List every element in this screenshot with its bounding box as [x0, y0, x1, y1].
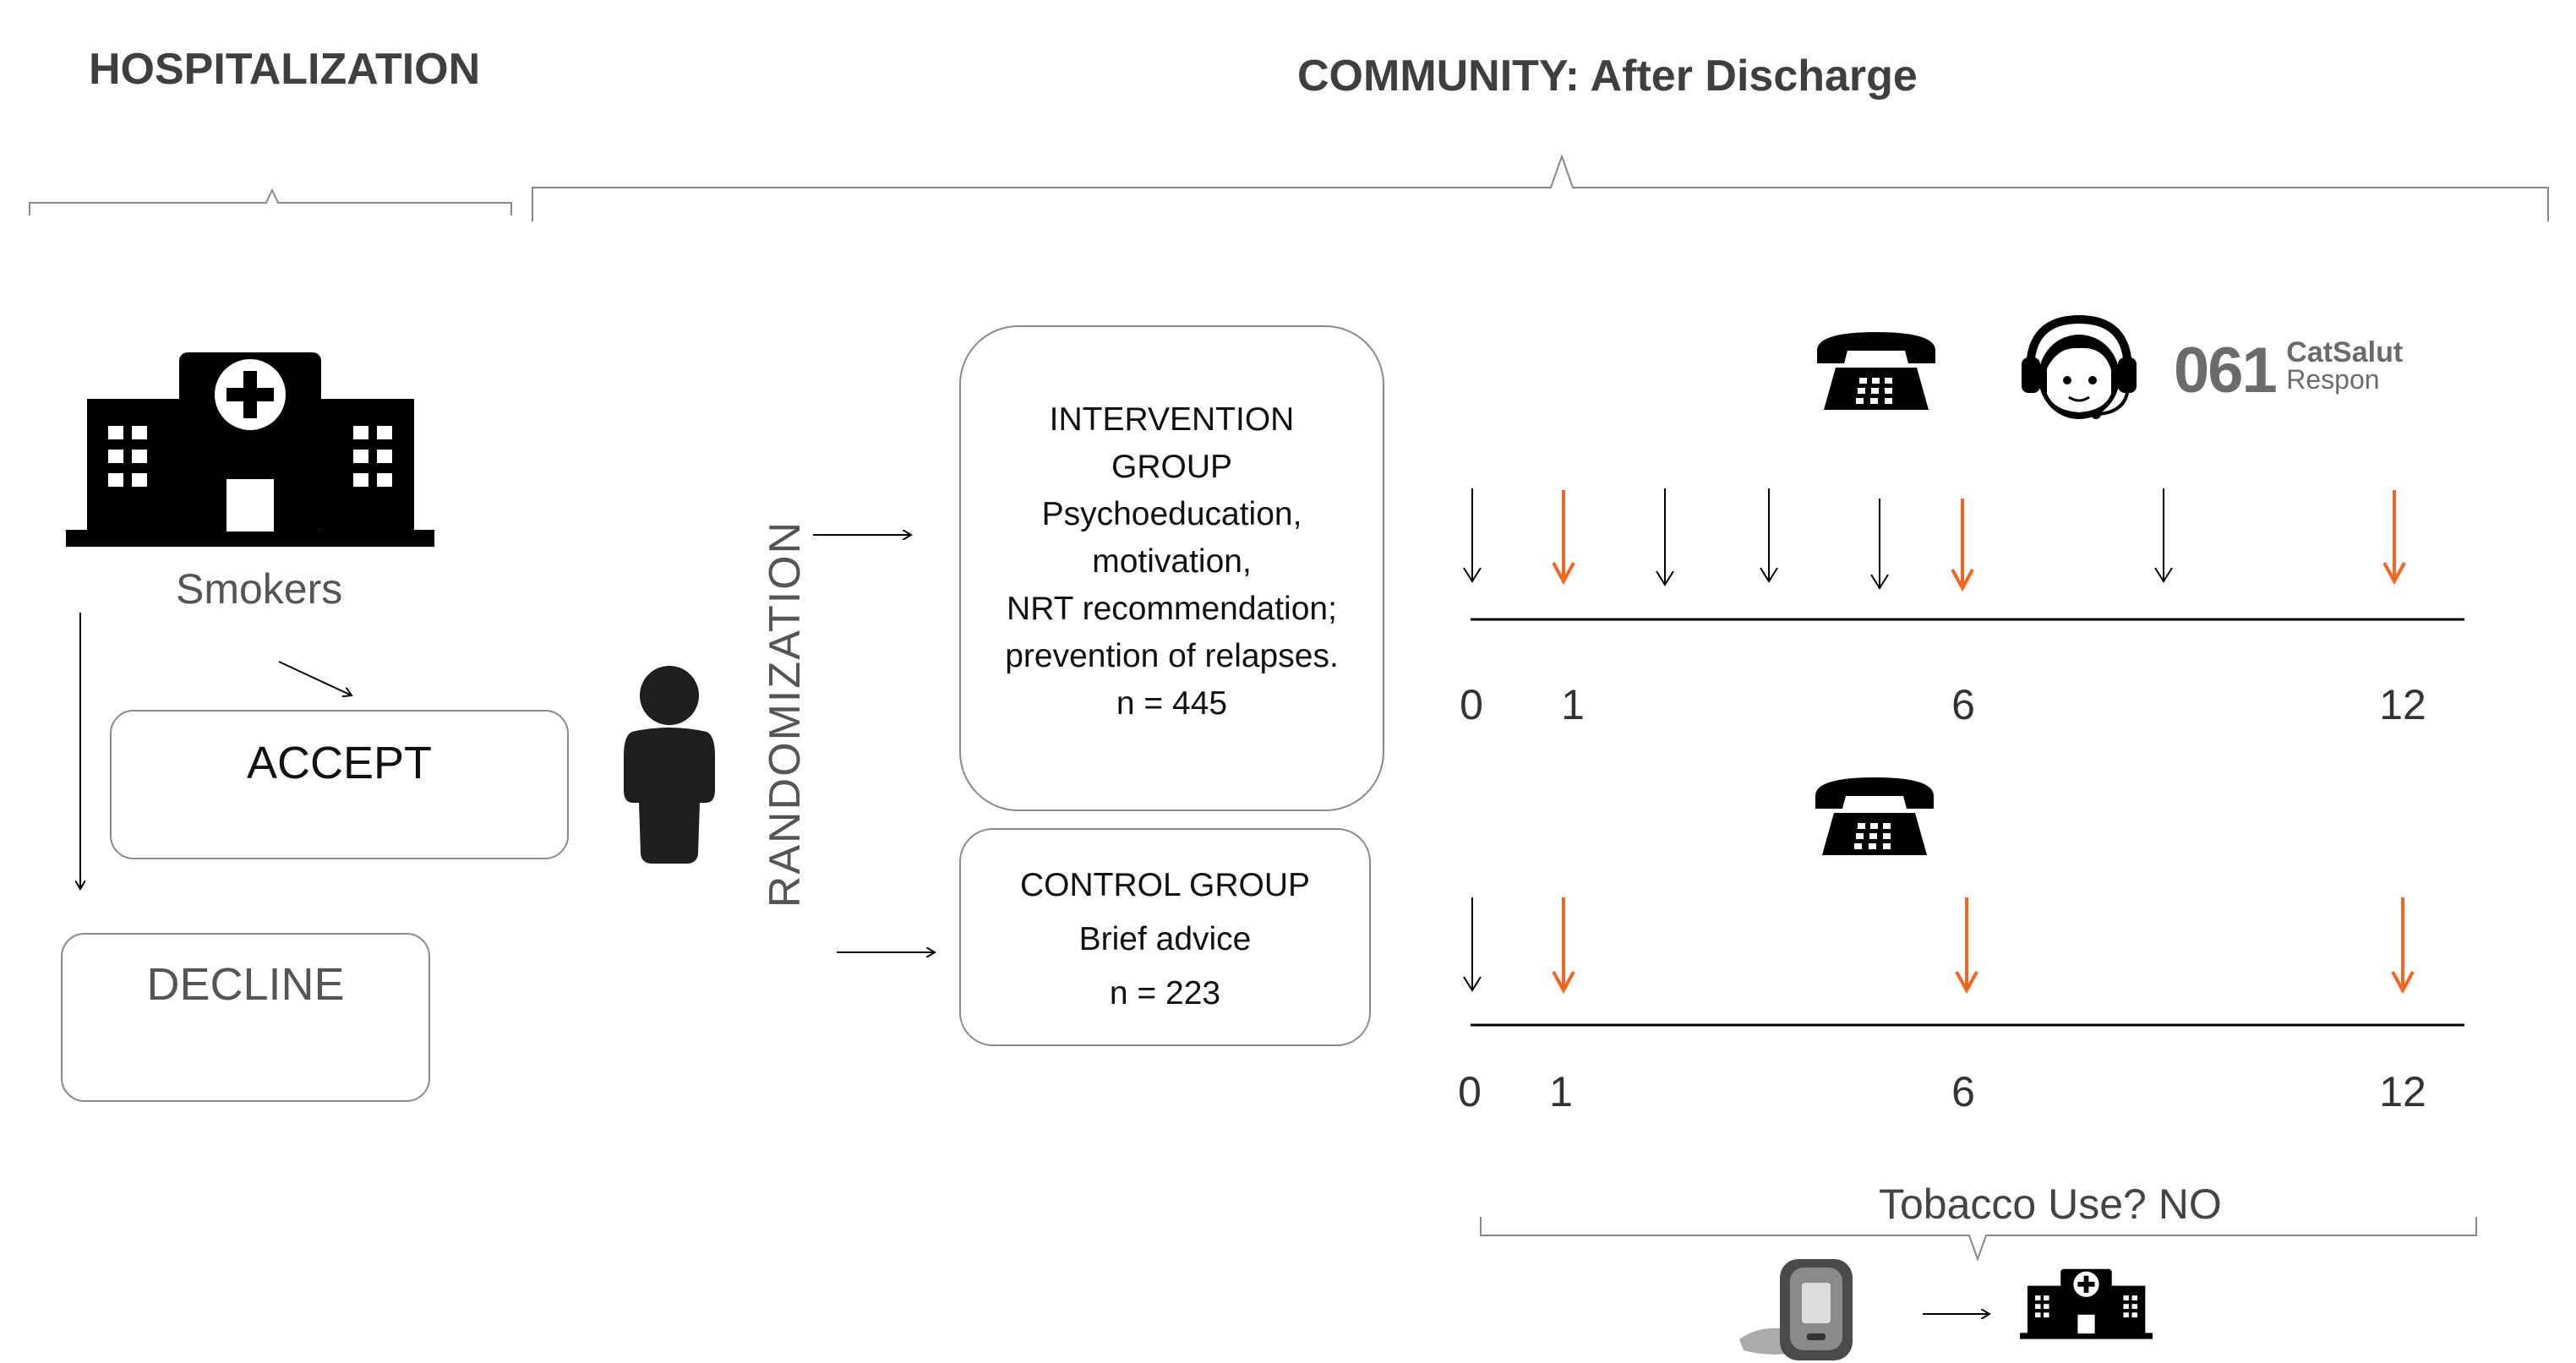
timeline-top-tick: 6 — [1951, 681, 1975, 728]
logo-sub: Respon — [2286, 364, 2380, 395]
control-line: n = 223 — [1109, 975, 1221, 1011]
logo-number: 061 — [2174, 335, 2278, 406]
timeline-top-tick: 12 — [2379, 681, 2426, 728]
timeline-bottom-tick: 6 — [1951, 1068, 1975, 1115]
timeline-bottom-tick: 1 — [1549, 1068, 1573, 1115]
timeline-top-black-arrows — [1463, 488, 2173, 590]
control-line: Brief advice — [1078, 921, 1252, 957]
community-header: COMMUNITY: After Discharge — [1297, 52, 1918, 101]
logo-brand: CatSalut — [2286, 336, 2404, 368]
intervention-line: n = 445 — [1116, 685, 1228, 722]
tobacco-use-question: Tobacco Use? NO — [1879, 1180, 2222, 1228]
telephone-icon — [1815, 777, 1934, 855]
accept-label: ACCEPT — [246, 738, 433, 788]
control-line: CONTROL GROUP — [1019, 867, 1311, 903]
timeline-top-orange-arrows — [1552, 490, 2406, 592]
hospital-icon — [2020, 1268, 2153, 1339]
intervention-group-box: INTERVENTION GROUP Psychoeducation, moti… — [959, 325, 1384, 811]
timeline-bottom-tick: 12 — [2379, 1068, 2426, 1115]
intervention-line: prevention of relapses. — [1005, 638, 1339, 674]
community-brace — [532, 153, 2549, 221]
person-icon — [624, 666, 715, 864]
intervention-line: Psychoeducation, — [1041, 496, 1302, 532]
catsalut-061-logo: 061 CatSalut Respon — [2174, 334, 2403, 407]
intervention-line: INTERVENTION — [1049, 401, 1295, 438]
hospitalization-brace — [29, 188, 512, 215]
telephone-icon — [1817, 332, 1935, 410]
intervention-text: INTERVENTION GROUP Psychoeducation, moti… — [961, 396, 1383, 728]
co-meter-icon — [1739, 1259, 1853, 1360]
control-group-box: CONTROL GROUP Brief advice n = 223 — [959, 828, 1371, 1046]
decline-box: DECLINE — [61, 933, 430, 1102]
headset-agent-icon — [2022, 314, 2137, 419]
timeline-bottom-orange-arrows — [1552, 897, 2415, 995]
randomization-label: RANDOMIZATION — [761, 520, 810, 908]
timeline-bottom-black-arrows — [1463, 897, 1482, 992]
verification-brace — [1480, 1217, 2477, 1262]
intervention-line: NRT recommendation; — [1007, 591, 1337, 627]
control-text: CONTROL GROUP Brief advice n = 223 — [961, 859, 1369, 1021]
timeline-top-tick: 1 — [1561, 681, 1585, 728]
smokers-label: Smokers — [176, 565, 343, 613]
hospitalization-header: HOSPITALIZATION — [89, 45, 481, 94]
intervention-line: GROUP — [1111, 449, 1232, 485]
arrow-to-accept — [278, 661, 352, 695]
decline-label: DECLINE — [146, 959, 345, 1010]
hospital-icon — [66, 352, 434, 547]
timeline-bottom-tick: 0 — [1458, 1068, 1482, 1115]
intervention-line: motivation, — [1092, 543, 1252, 580]
timeline-top-tick: 0 — [1460, 681, 1483, 728]
accept-box: ACCEPT — [110, 710, 569, 859]
